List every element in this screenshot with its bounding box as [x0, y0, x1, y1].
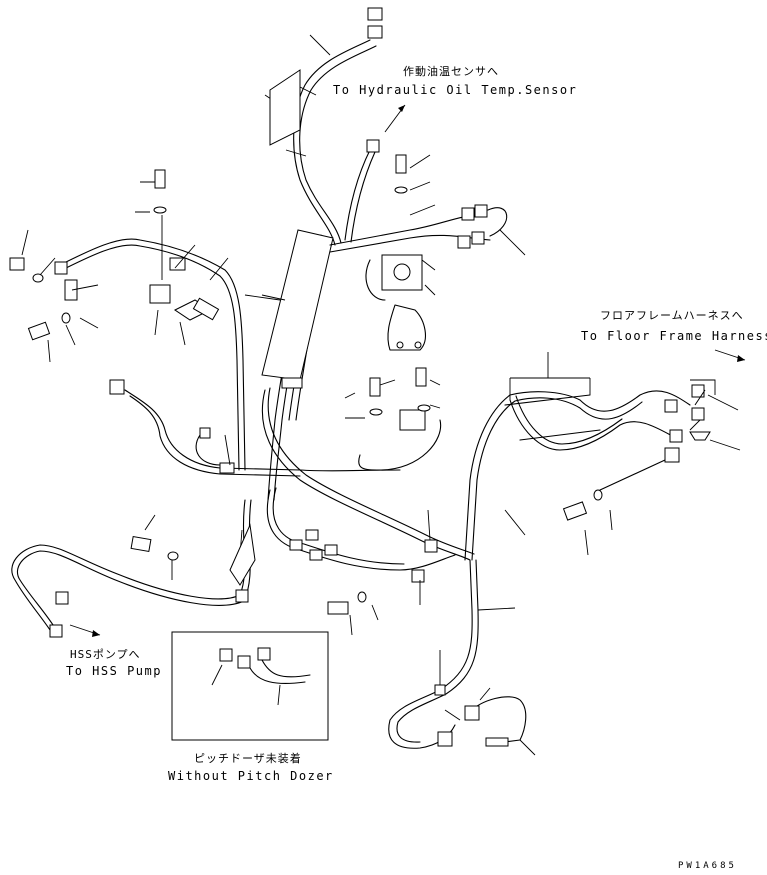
main-trunk — [261, 229, 475, 561]
left-harness — [9, 169, 401, 477]
connector-top-2 — [367, 25, 383, 39]
upper-harness — [264, 7, 406, 246]
harness-sleeve-main — [261, 229, 334, 381]
connector-top-1 — [367, 7, 383, 21]
connector-oil-temp — [366, 139, 380, 153]
drawing-code: PW1A685 — [678, 861, 737, 871]
bolt-valve-1 — [395, 154, 407, 174]
center-lower-harness — [266, 367, 456, 636]
harness-sleeve-upper — [269, 69, 301, 146]
inset-label-jp: ピッチドーザ未装着 — [194, 751, 302, 765]
valve-assembly — [329, 154, 526, 351]
connector-left-1 — [109, 379, 125, 395]
hss-label-en: To HSS Pump — [66, 664, 162, 678]
clamp-main — [281, 377, 303, 389]
hss-label-jp: HSSポンプへ — [70, 648, 141, 661]
lower-right-harness — [388, 559, 536, 756]
floor-frame-label-en: To Floor Frame Harness — [581, 329, 767, 343]
hss-harness — [11, 499, 256, 638]
floor-frame-label-jp: フロアフレームハーネスへ — [600, 309, 744, 322]
inset-label-en: Without Pitch Dozer — [168, 769, 334, 783]
oil-temp-label-en: To Hydraulic Oil Temp.Sensor — [333, 83, 577, 97]
right-harness — [464, 349, 746, 561]
inset-without-pitch-dozer — [171, 631, 329, 741]
oil-temp-label-jp: 作動油温センサへ — [403, 64, 499, 78]
